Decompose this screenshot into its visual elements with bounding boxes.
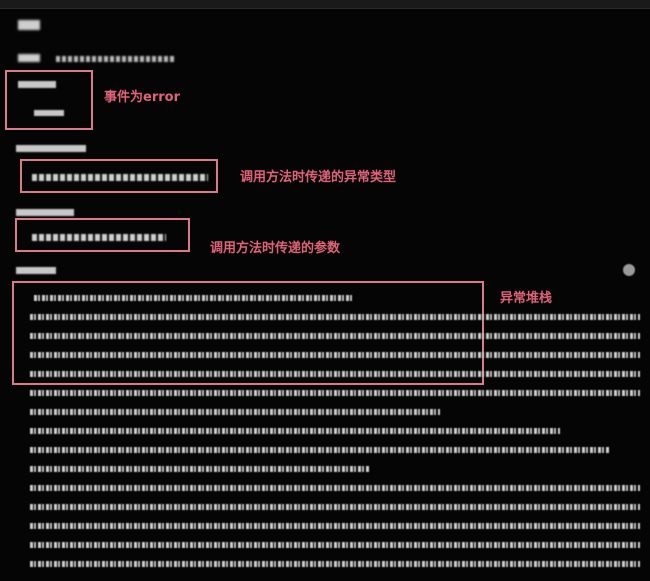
- message-annotation: 调用方法时传递的参数: [210, 241, 341, 256]
- message-box: [15, 218, 190, 252]
- event-annotation: 事件为error: [104, 90, 180, 105]
- detail-header: [18, 20, 42, 32]
- event-label: [18, 80, 56, 91]
- stack-line: [30, 502, 640, 512]
- message-value: [32, 233, 166, 244]
- stack-line: [30, 483, 640, 493]
- exception-type-label: [16, 144, 86, 155]
- stack-line: [30, 521, 640, 531]
- message-label: [16, 208, 74, 219]
- stack-line: [30, 350, 640, 360]
- stack-line: [30, 388, 640, 398]
- stack-line: [30, 464, 370, 474]
- stack-line: [30, 312, 640, 322]
- event-field-box: [5, 70, 93, 130]
- stack-label: [16, 266, 56, 277]
- stack-line: [30, 331, 640, 341]
- stack-line: [30, 407, 440, 417]
- event-value: [34, 108, 64, 119]
- copy-icon[interactable]: [623, 264, 635, 276]
- stack-line: [30, 540, 640, 550]
- stack-annotation: 异常堆栈: [500, 291, 553, 306]
- stack-line: [30, 559, 640, 569]
- exception-type-box: [20, 159, 218, 193]
- stack-line: [30, 445, 610, 455]
- stack-line: [34, 293, 352, 303]
- title-bar: [0, 0, 650, 9]
- stack-line: [30, 369, 640, 379]
- exception-type-annotation: 调用方法时传递的异常类型: [240, 170, 397, 185]
- exception-type-value: [32, 173, 208, 184]
- timestamp-row: [18, 52, 176, 65]
- stack-line: [30, 426, 560, 436]
